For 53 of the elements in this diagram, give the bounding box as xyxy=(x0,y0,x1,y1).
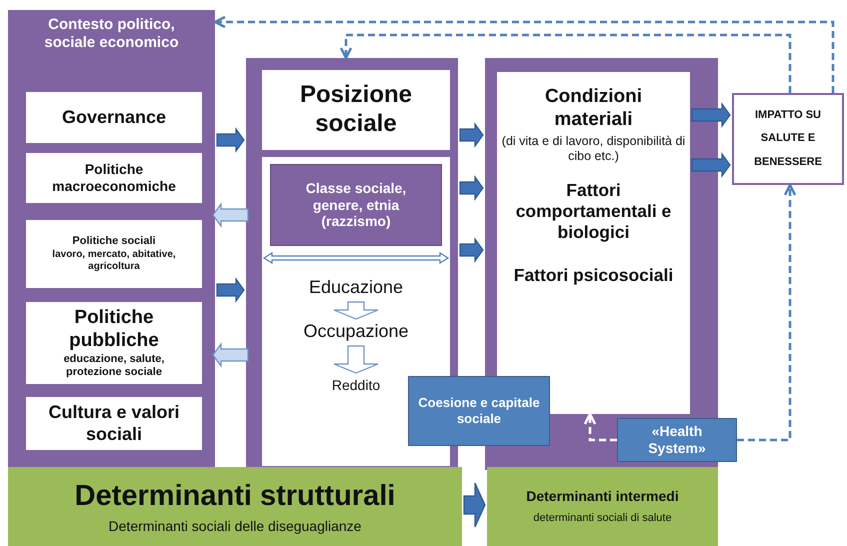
label-text: Cultura e valori sociali xyxy=(47,402,181,446)
block-arrow xyxy=(691,102,731,128)
hollow-arrow xyxy=(333,301,379,320)
panel xyxy=(8,10,215,470)
block-arrow xyxy=(216,127,245,153)
block-arrow xyxy=(216,277,245,303)
box-note: (di vita e di lavoro, disponibilità di cibo etc.) xyxy=(500,134,686,164)
box xyxy=(26,220,202,288)
dashed-arrow xyxy=(737,184,796,442)
label-text: Posizione sociale xyxy=(298,81,414,139)
label-text: Educazione xyxy=(308,277,404,299)
process-box xyxy=(617,418,737,462)
label-text: «Health System» xyxy=(647,423,707,457)
box-heading: Fattori comportamentali e biologici xyxy=(514,180,672,243)
box-heading: Condizioni materiali xyxy=(544,86,644,132)
label-text: Coesione e capitale sociale xyxy=(417,395,541,427)
hollow-arrow xyxy=(212,342,249,368)
band-heading: Determinanti strutturali xyxy=(74,478,396,514)
band-subtitle: Determinanti sociali delle diseguaglianze xyxy=(108,518,362,534)
label-text: Classe sociale, genere, etnia (razzismo) xyxy=(304,180,408,230)
note-text: educazione, salute, protezione sociale xyxy=(62,352,166,379)
label-text: Occupazione xyxy=(303,321,409,343)
block-arrow xyxy=(459,175,484,201)
label-text: Politiche macroeconomiche xyxy=(51,161,177,195)
box xyxy=(26,92,202,143)
label-text: IMPATTO SU SALUTE E BENESSERE xyxy=(753,108,823,170)
label-text: Governance xyxy=(62,106,166,128)
hollow-arrow xyxy=(333,345,379,374)
band-subtitle: determinanti sociali di salute xyxy=(533,512,672,526)
panel-heading: Contesto politico, sociale economico xyxy=(43,16,180,52)
dashed-arrow xyxy=(340,34,792,93)
footer-band xyxy=(8,467,462,546)
box xyxy=(262,70,450,150)
box xyxy=(26,397,202,450)
block-arrow xyxy=(459,237,484,263)
block-arrow xyxy=(459,122,484,148)
band-heading: Determinanti intermedi xyxy=(526,488,679,504)
label-text: Politiche sociali xyxy=(72,235,156,249)
dashed-arrow xyxy=(214,16,834,93)
note-text: lavoro, mercato, abitative, agricoltura xyxy=(51,248,177,273)
block-arrow xyxy=(463,482,486,528)
label-text: Reddito xyxy=(332,376,380,394)
box xyxy=(26,302,202,384)
category-box xyxy=(270,164,442,246)
process-box xyxy=(408,376,550,446)
hollow-arrow xyxy=(212,202,249,228)
footer-band xyxy=(487,467,718,546)
box-heading: Fattori psicosociali xyxy=(514,264,674,286)
label-text: Politiche pubbliche xyxy=(68,307,160,353)
dashed-arrow xyxy=(584,412,617,442)
block-arrow xyxy=(691,152,731,178)
box xyxy=(26,153,202,203)
outcome-box xyxy=(732,93,844,185)
